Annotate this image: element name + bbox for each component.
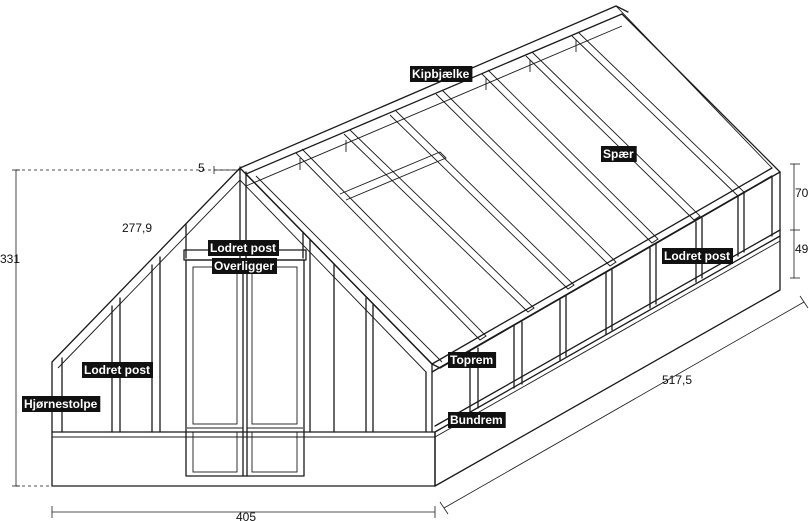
label-bundrem: Bundrem	[448, 412, 506, 428]
label-hjornestolpe: Hjørnestolpe	[22, 396, 101, 412]
height-total-value: 331	[0, 252, 20, 266]
side-upper-value: 70	[795, 186, 809, 200]
dimension-lines	[12, 163, 809, 518]
offset-top-value: 5	[198, 161, 205, 175]
width-front-value: 405	[236, 510, 256, 521]
label-kipbjaelke-text: Kipbjælke	[412, 67, 470, 81]
side-wall	[434, 171, 781, 487]
label-lodret-post-gable: Lodret post	[208, 240, 279, 256]
label-overligger-text: Overligger	[214, 259, 274, 273]
label-lodret-post-left: Lodret post	[82, 362, 153, 378]
label-lodret-post-left-text: Lodret post	[84, 363, 150, 377]
length-side-value: 517,5	[662, 373, 692, 387]
label-hjornestolpe-text: Hjørnestolpe	[24, 397, 98, 411]
front-gable	[51, 167, 436, 487]
roof-slope-value: 277,9	[122, 221, 152, 235]
label-spaer-text: Spær	[603, 147, 634, 161]
label-kipbjaelke: Kipbjælke	[410, 66, 473, 82]
label-lodret-post-side-text: Lodret post	[664, 249, 730, 263]
label-toprem-text: Toprem	[450, 353, 493, 367]
label-toprem: Toprem	[448, 352, 497, 368]
label-bundrem-text: Bundrem	[450, 413, 503, 427]
label-lodret-post-gable-text: Lodret post	[210, 241, 276, 255]
label-lodret-post-side: Lodret post	[662, 248, 733, 264]
side-lower-value: 49	[795, 242, 809, 256]
label-spaer: Spær	[601, 146, 637, 162]
roof	[239, 5, 781, 373]
label-overligger: Overligger	[212, 258, 277, 274]
